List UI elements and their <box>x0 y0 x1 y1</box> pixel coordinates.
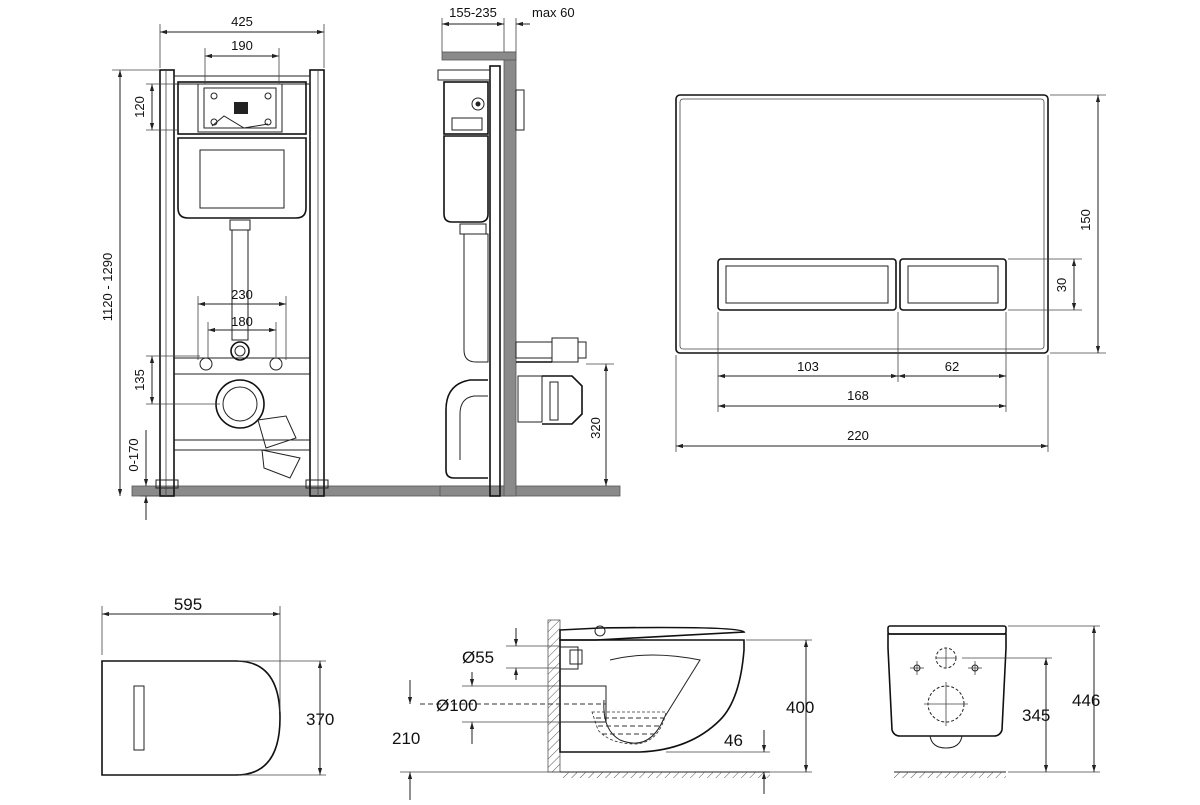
dim-right-button: 62 <box>945 359 959 374</box>
bowl-top-view: 595 370 <box>101 595 334 776</box>
wall-section <box>503 51 517 497</box>
dim-bowl-front-total: 446 <box>1072 691 1100 710</box>
dim-frame-height: 1120 - 1290 <box>100 253 115 321</box>
dim-plate-height: 150 <box>1078 209 1093 231</box>
flush-button-large <box>717 258 897 311</box>
bowl-front-view: 345 446 <box>887 625 1100 778</box>
dim-plate-width: 190 <box>231 38 253 53</box>
dim-inlet-diameter: Ø55 <box>462 648 494 667</box>
bowl-outline-top <box>101 660 281 776</box>
frame-front-view: 425 190 120 1120 - 1290 230 180 135 <box>100 14 513 520</box>
dim-outlet-height: 210 <box>392 729 420 748</box>
dim-wall-max: max 60 <box>532 5 575 20</box>
flush-plate <box>675 94 1049 354</box>
dim-water-depth: 46 <box>724 731 743 750</box>
dim-leg-adjust: 0-170 <box>126 438 141 471</box>
mount-hole-left <box>910 661 924 675</box>
dim-left-button: 103 <box>797 359 819 374</box>
frame-side-view: 155-235 max 60 320 <box>437 5 621 497</box>
dim-stud-inner: 180 <box>231 314 253 329</box>
dim-outlet-diameter: Ø100 <box>436 696 478 715</box>
dim-plate-height: 120 <box>132 96 147 118</box>
dim-drain-height: 135 <box>132 369 147 391</box>
dim-bowl-front-inner: 345 <box>1022 706 1050 725</box>
bowl-side-view: Ø55 Ø100 210 400 46 <box>392 619 814 800</box>
dim-bowl-width: 370 <box>306 710 334 729</box>
dim-buttons-total: 168 <box>847 388 869 403</box>
mount-hole-right <box>968 661 982 675</box>
dim-frame-depth: 155-235 <box>449 5 497 20</box>
dim-bowl-height: 400 <box>786 698 814 717</box>
dim-bowl-length: 595 <box>174 595 202 614</box>
flush-plate-view: 150 30 103 62 168 220 <box>675 94 1106 452</box>
flush-button-small <box>899 258 1007 311</box>
bowl-body-front <box>887 633 1007 737</box>
dim-button-height: 30 <box>1054 278 1069 292</box>
wall-hatch <box>547 619 561 773</box>
dim-frame-width: 425 <box>231 14 253 29</box>
bowl-body-side <box>559 639 745 753</box>
dim-side-drain-height: 320 <box>588 417 603 439</box>
dim-stud-outer: 230 <box>231 287 253 302</box>
dim-plate-width: 220 <box>847 428 869 443</box>
